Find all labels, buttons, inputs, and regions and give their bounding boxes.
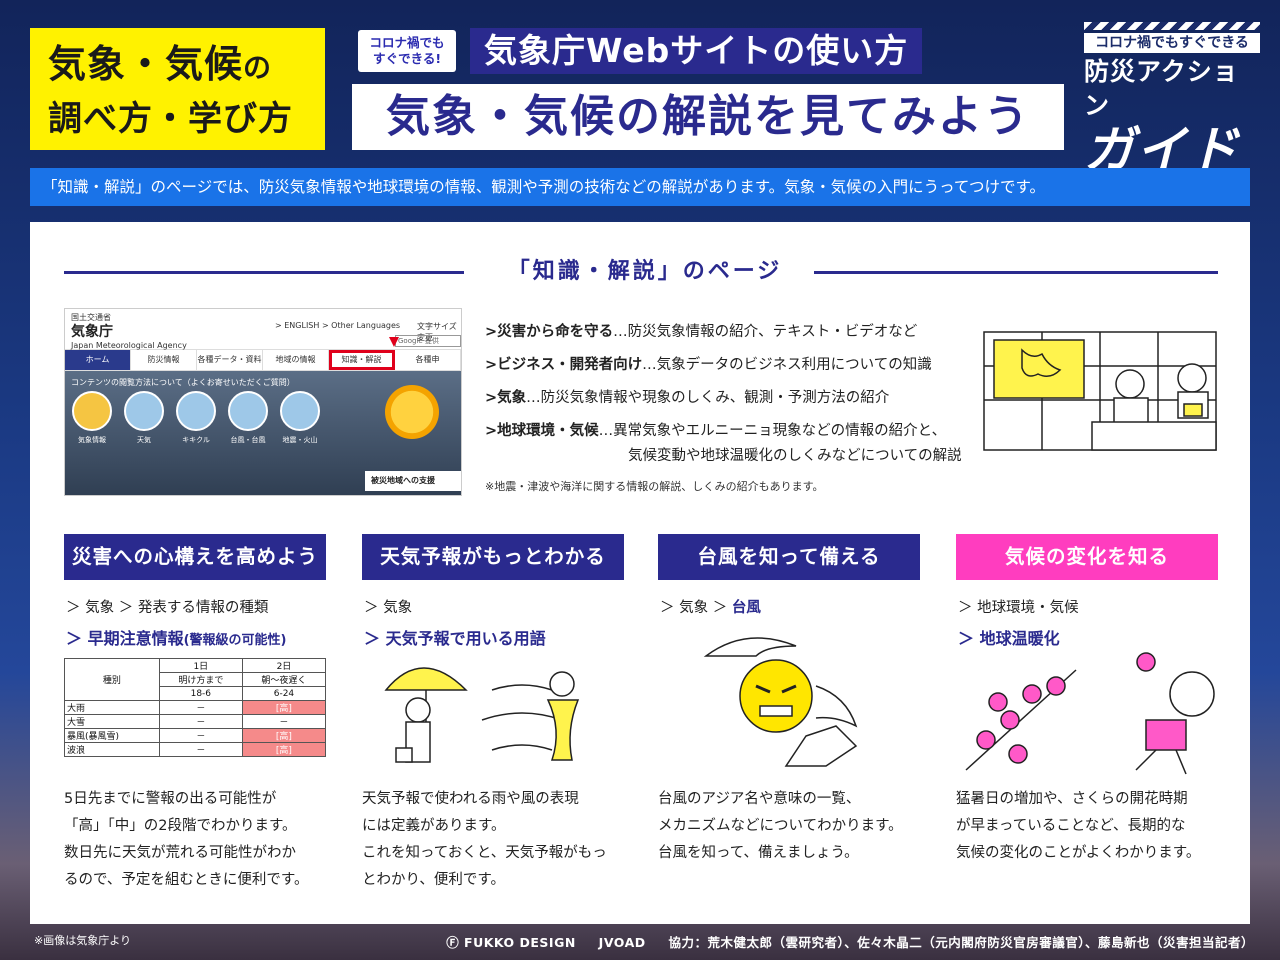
list-item: >地球環境・気候…異常気象やエルニーニョ現象などの情報の紹介と、: [485, 423, 947, 439]
site-nav-bousai: 防災情報: [131, 350, 197, 370]
column-description: 猛暑日の増加や、さくらの開花時期が早まっていることなど、長期的な気候の変化のこと…: [956, 791, 1201, 861]
cherry-blossom-heat-illustration: [965, 652, 1215, 775]
breadcrumb: ＞ 気象 ＞ 発表する情報の種類: [66, 600, 269, 616]
table-header: 18-6: [158, 686, 243, 701]
jvoad-logo: JVOAD: [598, 935, 646, 950]
column-description: 5日先までに警報の出る可能性が「高」「中」の2段階でわかります。数日先に天気が荒…: [64, 791, 309, 888]
corona-tag: コロナ禍でも すぐできる!: [358, 30, 456, 72]
sun-mascot-icon: [385, 385, 439, 439]
site-icon-kikikuru: キキクル: [175, 391, 217, 445]
divider-right: [814, 271, 1218, 274]
column-weather-forecast: 天気予報がもっとわかる ＞ 気象 ＞ 天気予報で用いる用語 天気予報で使われる雨…: [362, 534, 624, 888]
table-header: 種別: [64, 658, 160, 701]
guide-title-box: 気象・気候の 調べ方・学び方: [30, 28, 325, 150]
list-item-continuation: 気候変動や地球温暖化のしくみなどについての解説: [628, 448, 962, 464]
table-header: 6-24: [241, 686, 327, 701]
list-item: >気象…防災気象情報や現象のしくみ、観測・予測方法の紹介: [485, 390, 890, 406]
table-header: 1日: [158, 658, 243, 673]
section-title: 「知識・解説」のページ: [507, 259, 783, 284]
table-header: 2日: [241, 658, 327, 673]
image-credit-note: ※画像は気象庁より: [34, 934, 131, 947]
site-support-button: 被災地域への支援: [365, 471, 461, 491]
breadcrumb-target: ＞ 早期注意情報(警報級の可能性): [66, 629, 287, 648]
breadcrumb: ＞ 気象 ＞ 台風: [660, 600, 761, 616]
guide-title-line2: 調べ方・学び方: [48, 99, 293, 139]
typhoon-character-illustration: [703, 637, 858, 767]
column-title: 天気予報がもっとわかる: [362, 534, 624, 580]
list-item: >災害から命を守る…防災気象情報の紹介、テキスト・ビデオなど: [485, 324, 918, 340]
early-warning-table: 種別 1日 2日 明け方まで 朝～夜遅く 18-6 6-24 大雨－[高] 大雪…: [64, 658, 327, 757]
bousai-action-guide-logo: コロナ禍でもすぐできる 防災アクション ガイド: [1084, 22, 1260, 177]
site-notice: コンテンツの閲覧方法について（よくお寄せいただくご質問）: [71, 378, 295, 387]
bullet-note: ※地震・津波や海洋に関する情報の解説、しくみの紹介もあります。: [485, 480, 824, 493]
collaborators: 協力：荒木健太郎（雲研究者）、佐々木晶二（元内閣府防災官房審議官）、藤島新也（災…: [668, 935, 1254, 950]
column-disaster-preparedness: 災害への心構えを高めよう ＞ 気象 ＞ 発表する情報の種類 ＞ 早期注意情報(警…: [64, 534, 327, 888]
knowledge-category-list: >災害から命を守る…防災気象情報の紹介、テキスト・ビデオなど >ビジネス・開発者…: [485, 316, 1025, 473]
breadcrumb-target: ＞ 地球温暖化: [958, 629, 1060, 648]
table-row: 大雨－[高]: [64, 700, 327, 715]
site-search: Google 提供: [395, 335, 461, 347]
list-item: >ビジネス・開発者向け…気象データのビジネス利用についての知識: [485, 357, 932, 373]
site-nav: ホーム 防災情報 各種データ・資料 地域の情報 知識・解説 各種申: [65, 349, 461, 371]
site-nav-knowledge-highlighted: 知識・解説: [329, 350, 395, 370]
column-title: 気候の変化を知る: [956, 534, 1218, 580]
red-arrow-icon: [389, 337, 399, 347]
table-header: 明け方まで: [158, 672, 243, 687]
table-row: 波浪－[高]: [64, 742, 327, 757]
table-row: 暴風(暴風雪)－[高]: [64, 728, 327, 743]
intro-bar: 「知識・解説」のページでは、防災気象情報や地球環境の情報、観測や予測の技術などの…: [30, 168, 1250, 206]
page-title: 気象・気候の解説を見てみよう: [352, 84, 1064, 150]
site-icon-earthquake: 地震・火山: [279, 391, 321, 445]
site-icon-typhoon: 台風・台風: [227, 391, 269, 445]
column-climate-change: 気候の変化を知る ＞ 地球環境・気候 ＞ 地球温暖化 猛暑日の増加や、さくらの開…: [956, 534, 1218, 861]
divider-left: [64, 271, 464, 274]
column-typhoon: 台風を知って備える ＞ 気象 ＞ 台風 台風のアジア名や意味の一覧、メカニズムな…: [658, 534, 920, 861]
column-title: 災害への心構えを高めよう: [64, 534, 326, 580]
site-icon-weather-info: 気象情報: [71, 391, 113, 445]
umbrella-wind-illustration: [384, 667, 580, 763]
site-nav-region: 地域の情報: [263, 350, 329, 370]
credits: Ⓕ FUKKO DESIGN JVOAD 協力：荒木健太郎（雲研究者）、佐々木晶…: [446, 932, 1254, 951]
forecasters-illustration: [983, 331, 1217, 451]
breadcrumb: ＞ 気象: [364, 600, 413, 616]
breadcrumb-target: ＞ 天気予報で用いる用語: [364, 629, 546, 648]
font-size-label: 文字サイズ変更: [417, 322, 457, 342]
site-nav-other: 各種申: [395, 350, 461, 370]
breadcrumb: ＞ 地球環境・気候: [958, 600, 1079, 616]
fukko-design-logo: Ⓕ FUKKO DESIGN: [446, 935, 576, 950]
column-description: 台風のアジア名や意味の一覧、メカニズムなどについてわかります。台風を知って、備え…: [658, 791, 903, 861]
column-description: 天気予報で使われる雨や風の表現には定義があります。これを知っておくと、天気予報が…: [362, 791, 607, 888]
site-nav-home: ホーム: [65, 350, 131, 370]
table-header: 朝～夜遅く: [241, 672, 327, 687]
language-links: > ENGLISH > Other Languages: [275, 321, 401, 330]
site-nav-data: 各種データ・資料: [197, 350, 263, 370]
column-title: 台風を知って備える: [658, 534, 920, 580]
table-row: 大雪－－: [64, 714, 327, 729]
guide-title-line1: 気象・気候の: [48, 42, 273, 86]
subtitle: 気象庁Webサイトの使い方: [470, 28, 923, 74]
site-icon-weather: 天気: [123, 391, 165, 445]
